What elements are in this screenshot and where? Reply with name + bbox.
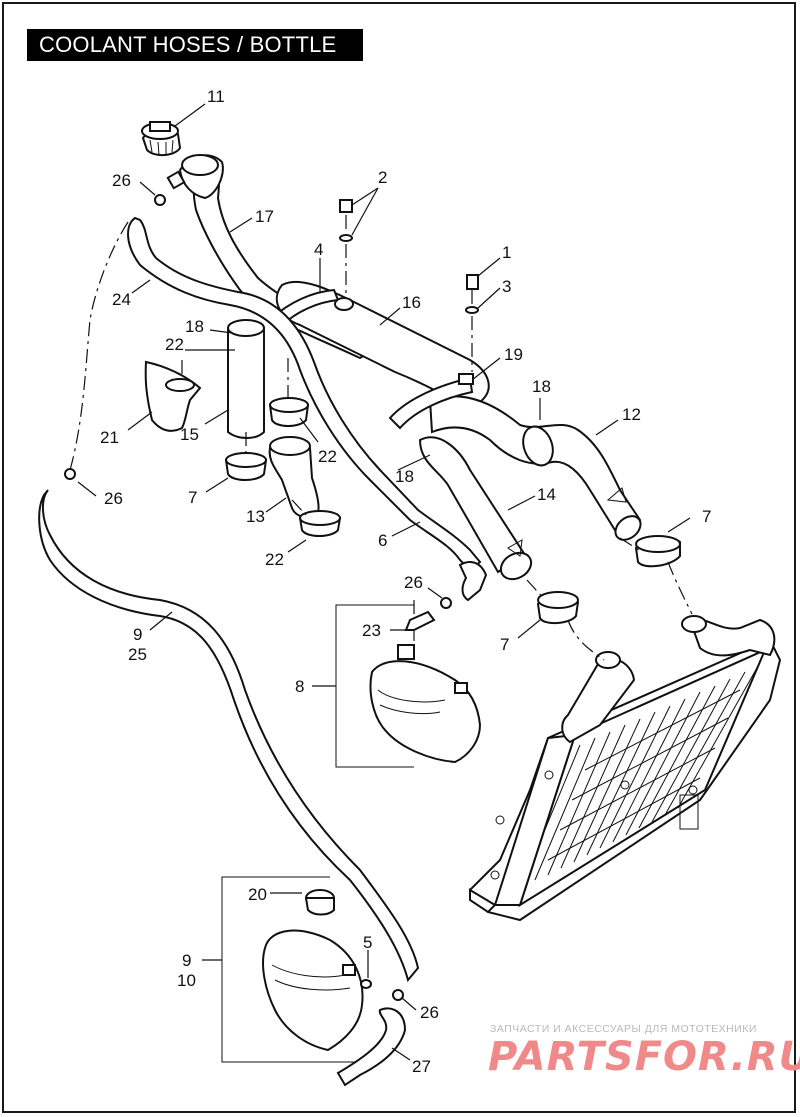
callout-17: 17 <box>255 207 274 226</box>
callout-18: 18 <box>532 377 551 396</box>
clamp-7c <box>536 591 580 624</box>
callout-24: 24 <box>112 290 131 309</box>
hose-27 <box>336 1007 407 1087</box>
clip-26b <box>64 468 76 480</box>
clip-26a <box>154 194 166 206</box>
title-bar: COOLANT HOSES / BOTTLE <box>27 29 363 61</box>
callouts: 11 26 17 2 4 1 3 24 16 18 22 19 18 12 21… <box>100 87 711 1076</box>
callout-13: 13 <box>246 507 265 526</box>
callout-5: 5 <box>363 933 372 952</box>
callout-7: 7 <box>702 507 711 526</box>
leader-lines <box>77 103 691 1061</box>
page-title: COOLANT HOSES / BOTTLE <box>39 32 337 57</box>
callout-3: 3 <box>502 277 511 296</box>
callout-26: 26 <box>112 171 131 190</box>
watermark-logo: PARTSFOR.RU <box>488 1034 800 1080</box>
clip-26c <box>440 597 452 609</box>
callout-22: 22 <box>318 447 337 466</box>
callout-9: 9 <box>133 625 142 644</box>
callout-6: 6 <box>378 531 387 550</box>
callout-23: 23 <box>362 621 381 640</box>
callout-20: 20 <box>248 885 267 904</box>
callout-2: 2 <box>378 168 387 187</box>
callout-19: 19 <box>504 345 523 364</box>
callout-16: 16 <box>402 293 421 312</box>
part-15-tube <box>227 319 265 439</box>
hose-9 <box>38 489 420 983</box>
callout-22: 22 <box>165 335 184 354</box>
callout-10: 10 <box>177 971 196 990</box>
screw-1 <box>465 274 479 314</box>
coolant-bottle-upper <box>369 610 482 764</box>
clamp-19 <box>388 376 474 430</box>
hose-12 <box>428 395 642 537</box>
callout-15: 15 <box>180 425 199 444</box>
radiator <box>468 615 782 922</box>
callout-8: 8 <box>295 677 304 696</box>
screw-2 <box>339 199 353 242</box>
callout-18: 18 <box>395 467 414 486</box>
clamp-7a <box>224 452 268 481</box>
watermark-tagline: ЗАПЧАСТИ И АКСЕССУАРЫ ДЛЯ МОТОТЕХНИКИ <box>490 1023 757 1035</box>
callout-22: 22 <box>265 550 284 569</box>
coolant-bottle-lower <box>262 889 372 1052</box>
callout-21: 21 <box>100 428 119 447</box>
callout-18: 18 <box>185 317 204 336</box>
radiator-cap <box>141 121 182 156</box>
callout-25: 25 <box>128 645 147 664</box>
clamp-7b <box>634 535 681 568</box>
callout-11: 11 <box>207 87 225 106</box>
callout-12: 12 <box>622 405 641 424</box>
callout-1: 1 <box>502 243 511 262</box>
callout-7: 7 <box>500 635 509 654</box>
callout-26: 26 <box>404 573 423 592</box>
callout-4: 4 <box>314 240 323 259</box>
inset-box-9-10 <box>221 876 360 1063</box>
callout-26: 26 <box>420 1003 439 1022</box>
callout-26: 26 <box>104 489 123 508</box>
callout-7: 7 <box>188 488 197 507</box>
callout-14: 14 <box>537 485 556 504</box>
clamp-22c <box>298 510 342 537</box>
clip-26d <box>392 989 404 1001</box>
callout-27: 27 <box>412 1057 431 1076</box>
clamp-22a <box>268 397 310 427</box>
callout-9: 9 <box>182 951 191 970</box>
part-21-funnel <box>144 360 202 432</box>
